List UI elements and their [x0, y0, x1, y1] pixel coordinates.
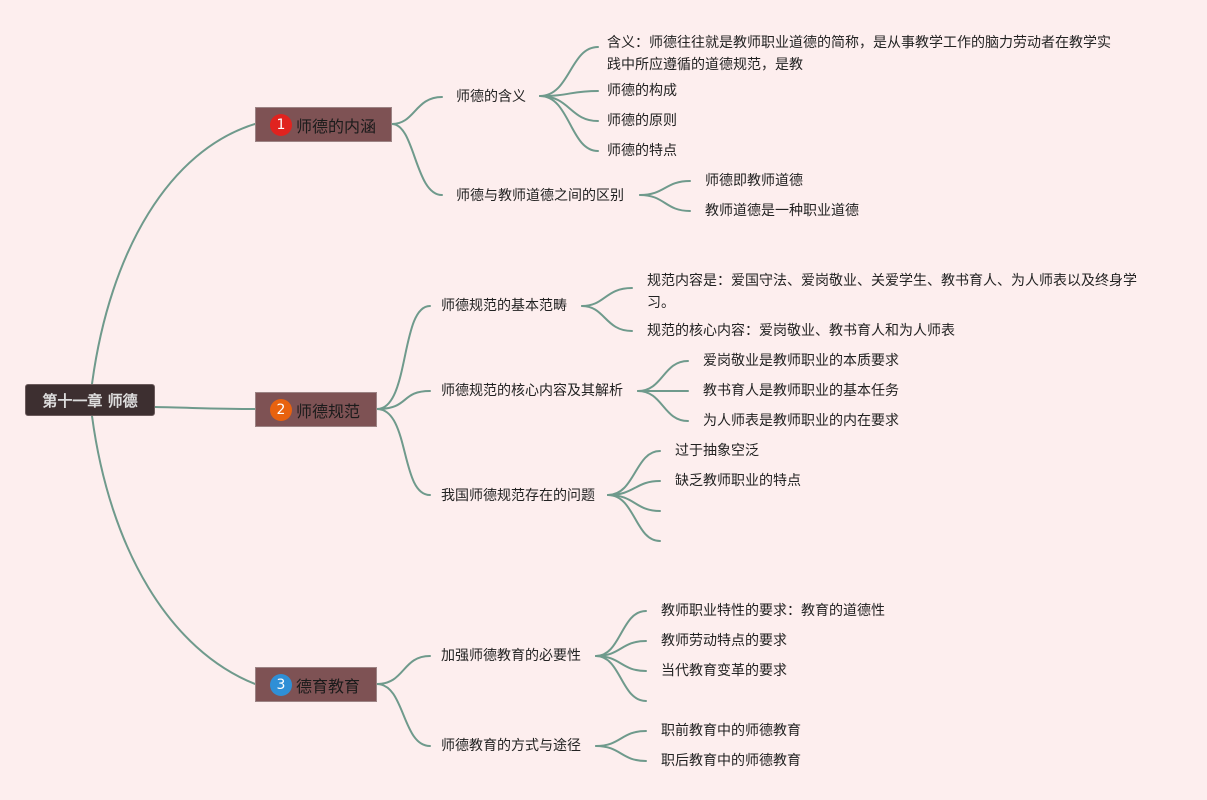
subtopic-problems[interactable]: 我国师德规范存在的问题 — [441, 488, 595, 504]
number-3-icon: 3 — [270, 673, 292, 696]
subtopic-methods[interactable]: 师德教育的方式与途径 — [441, 738, 581, 754]
branch-topic-3[interactable]: 3 德育教育 — [255, 667, 377, 702]
leaf-composition[interactable]: 师德的构成 — [607, 83, 677, 99]
root-topic[interactable]: 第十一章 师德 — [25, 384, 155, 416]
subtopic-difference[interactable]: 师德与教师道德之间的区别 — [456, 188, 624, 204]
leaf-definition[interactable]: 含义：师德往往就是教师职业道德的简称，是从事教学工作的脑力劳动者在教学实践中所应… — [607, 35, 1111, 73]
leaf-norm-core[interactable]: 规范的核心内容：爱岗敬业、教书育人和为人师表 — [647, 323, 955, 339]
leaf-method-2[interactable]: 职后教育中的师德教育 — [661, 753, 801, 769]
subtopic-core-analysis[interactable]: 师德规范的核心内容及其解析 — [441, 383, 623, 399]
subtopic-meaning[interactable]: 师德的含义 — [456, 89, 526, 105]
leaf-norm-content[interactable]: 规范内容是：爱国守法、爱岗敬业、关爱学生、教书育人、为人师表以及终身学习。 — [647, 273, 1137, 311]
branch-topic-label: 德育教育 — [296, 676, 361, 696]
leaf-necessity-1[interactable]: 教师职业特性的要求：教育的道德性 — [661, 603, 885, 619]
leaf-core-3[interactable]: 为人师表是教师职业的内在要求 — [703, 413, 899, 429]
branch-topic-1[interactable]: 1 师德的内涵 — [255, 107, 392, 142]
leaf-characteristics[interactable]: 师德的特点 — [607, 143, 677, 159]
leaf-necessity-2[interactable]: 教师劳动特点的要求 — [661, 633, 787, 649]
leaf-core-2[interactable]: 教书育人是教师职业的基本任务 — [703, 383, 899, 399]
subtopic-basic-category[interactable]: 师德规范的基本范畴 — [441, 298, 567, 314]
leaf-difference-1[interactable]: 师德即教师道德 — [705, 173, 803, 189]
branch-topic-2[interactable]: 2 师德规范 — [255, 392, 377, 427]
leaf-problem-2[interactable]: 缺乏教师职业的特点 — [675, 473, 801, 489]
leaf-principles[interactable]: 师德的原则 — [607, 113, 677, 129]
leaf-core-1[interactable]: 爱岗敬业是教师职业的本质要求 — [703, 353, 899, 369]
leaf-method-1[interactable]: 职前教育中的师德教育 — [661, 723, 801, 739]
branch-topic-label: 师德规范 — [296, 401, 361, 421]
leaf-difference-2[interactable]: 教师道德是一种职业道德 — [705, 203, 859, 219]
number-1-icon: 1 — [270, 113, 292, 136]
subtopic-necessity[interactable]: 加强师德教育的必要性 — [441, 648, 581, 664]
leaf-necessity-3[interactable]: 当代教育变革的要求 — [661, 663, 787, 679]
number-2-icon: 2 — [270, 398, 292, 421]
branch-topic-label: 师德的内涵 — [296, 116, 377, 136]
root-topic-label: 第十一章 师德 — [42, 391, 138, 410]
leaf-problem-1[interactable]: 过于抽象空泛 — [675, 443, 759, 459]
